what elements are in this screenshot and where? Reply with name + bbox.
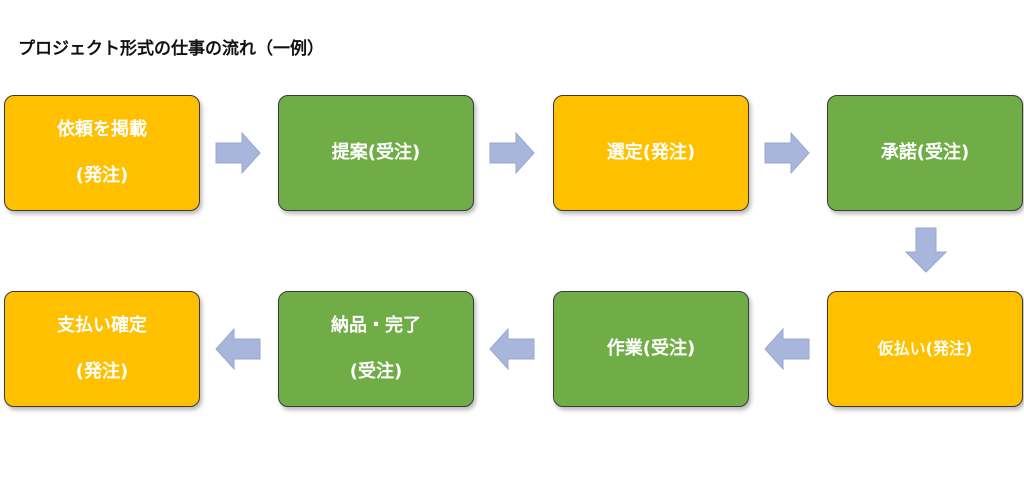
step-sublabel: (発注) [75, 165, 129, 186]
arrow-left-icon [489, 327, 535, 371]
arrow-left-icon [764, 327, 810, 371]
step-proposal: 提案(受注) [278, 95, 474, 211]
step-label: 承諾(受注) [880, 142, 970, 164]
arrow-right-icon [215, 131, 261, 175]
step-label: 提案(受注) [331, 142, 421, 164]
step-label: 作業(受注) [606, 338, 696, 360]
step-delivery-completion: 納品・完了 (受注) [278, 291, 474, 407]
step-provisional-payment: 仮払い(発注) [827, 291, 1023, 407]
diagram-title: プロジェクト形式の仕事の流れ（一例） [18, 39, 324, 59]
step-label: 選定(発注) [606, 142, 696, 164]
step-label: 納品・完了 [331, 315, 421, 337]
step-selection: 選定(発注) [553, 95, 749, 211]
step-payment-confirmation: 支払い確定 (発注) [4, 291, 200, 407]
arrow-down-icon [904, 227, 948, 273]
step-sublabel: (受注) [349, 361, 403, 382]
arrow-left-icon [215, 327, 261, 371]
step-work: 作業(受注) [553, 291, 749, 407]
step-sublabel: (発注) [75, 361, 129, 382]
arrow-right-icon [489, 131, 535, 175]
step-post-request: 依頼を掲載 (発注) [4, 95, 200, 211]
step-label: 支払い確定 [57, 315, 147, 337]
arrow-right-icon [764, 131, 810, 175]
step-label: 依頼を掲載 [57, 119, 147, 141]
step-label: 仮払い(発注) [877, 339, 973, 359]
step-acceptance: 承諾(受注) [827, 95, 1023, 211]
